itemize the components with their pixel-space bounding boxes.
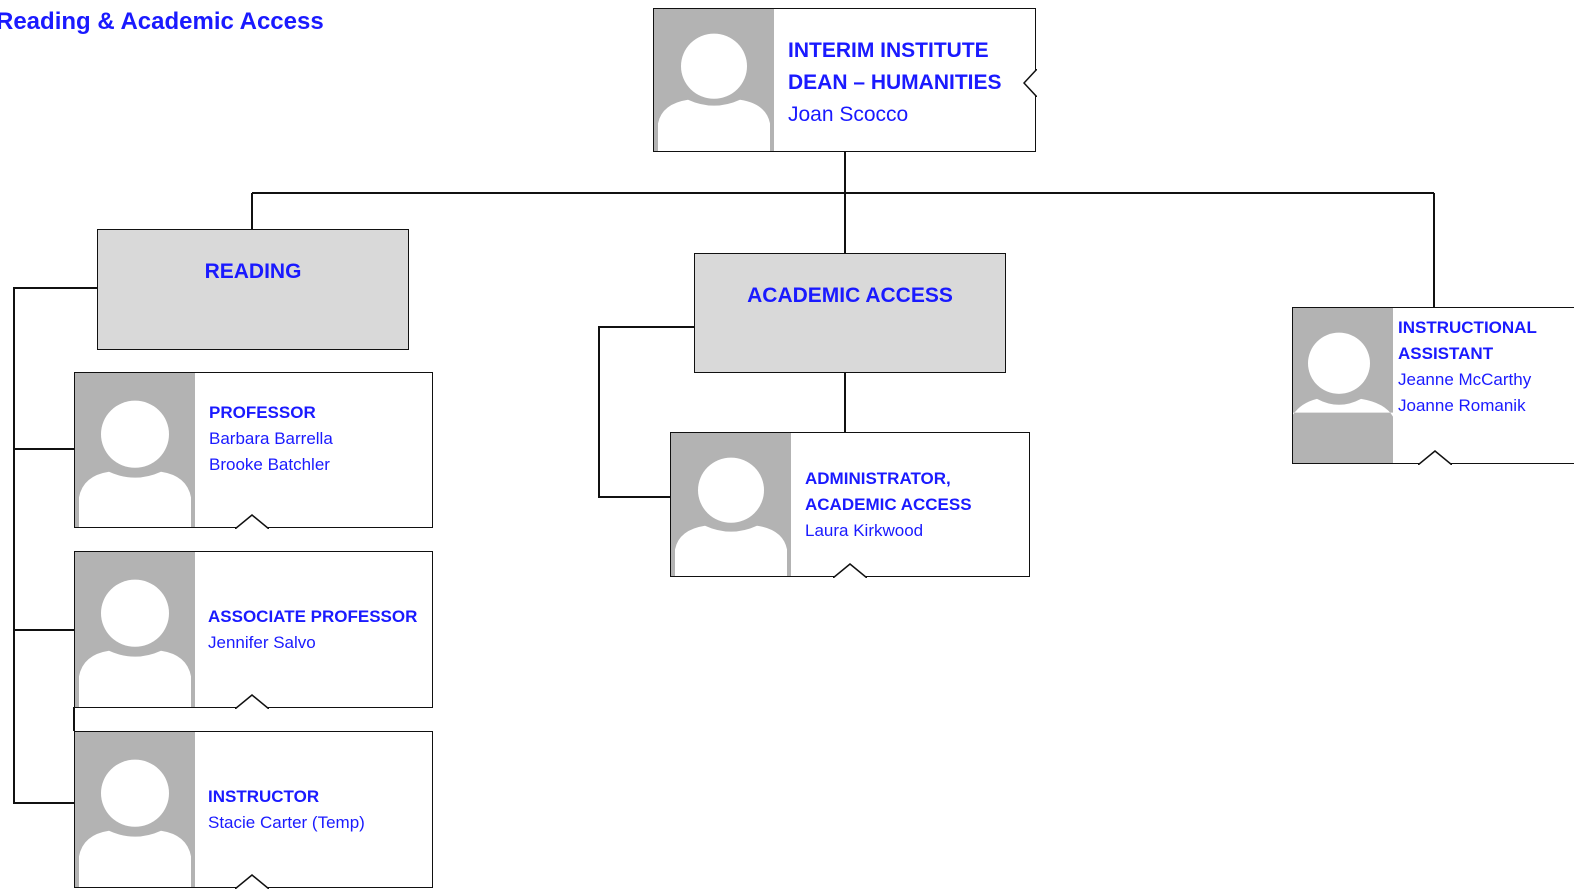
position-card-instructional-assistant: INSTRUCTIONAL ASSISTANT Jeanne McCarthy … — [1292, 307, 1574, 465]
position-role: INSTRUCTOR — [208, 787, 320, 806]
person-name: Stacie Carter (Temp) — [208, 813, 365, 832]
avatar — [75, 732, 195, 887]
expand-notch-icon[interactable] — [235, 513, 269, 529]
expand-notch-icon[interactable] — [1023, 69, 1037, 97]
person-name: Jeanne McCarthy — [1398, 370, 1532, 389]
expand-notch-icon[interactable] — [833, 562, 867, 578]
head-role: INTERIM INSTITUTE DEAN – HUMANITIES — [788, 39, 1002, 94]
department-reading: READING — [97, 229, 409, 350]
person-name: Brooke Batchler — [209, 455, 330, 474]
avatar — [75, 373, 195, 527]
page-title: Reading & Academic Access — [0, 8, 324, 35]
person-name: Laura Kirkwood — [805, 521, 924, 540]
expand-notch-icon[interactable] — [235, 873, 269, 889]
position-card-professor: PROFESSOR Barbara Barrella Brooke Batchl… — [74, 372, 433, 529]
position-role: PROFESSOR — [209, 403, 316, 422]
avatar — [1293, 308, 1393, 463]
position-card-associate-professor: ASSOCIATE PROFESSOR Jennifer Salvo — [74, 551, 433, 709]
department-label: ACADEMIC ACCESS — [747, 284, 953, 307]
expand-notch-icon[interactable] — [235, 693, 269, 709]
avatar — [671, 433, 791, 576]
avatar — [75, 552, 195, 707]
position-card-instructor: INSTRUCTOR Stacie Carter (Temp) — [74, 731, 433, 889]
avatar — [654, 9, 774, 151]
person-name: Joanne Romanik — [1398, 396, 1526, 415]
position-card-administrator: ADMINISTRATOR, ACADEMIC ACCESS Laura Kir… — [670, 432, 1030, 578]
person-name: Jennifer Salvo — [208, 633, 316, 652]
position-role: ASSOCIATE PROFESSOR — [208, 607, 418, 626]
head-card: INTERIM INSTITUTE DEAN – HUMANITIES Joan… — [653, 8, 1037, 152]
department-academic-access: ACADEMIC ACCESS — [694, 253, 1006, 373]
expand-notch-icon[interactable] — [1418, 449, 1452, 465]
department-label: READING — [204, 260, 302, 283]
position-role: ADMINISTRATOR, ACADEMIC ACCESS — [805, 469, 972, 514]
person-name: Barbara Barrella — [209, 429, 333, 448]
head-name: Joan Scocco — [788, 103, 909, 126]
position-role: INSTRUCTIONAL ASSISTANT — [1398, 318, 1537, 363]
